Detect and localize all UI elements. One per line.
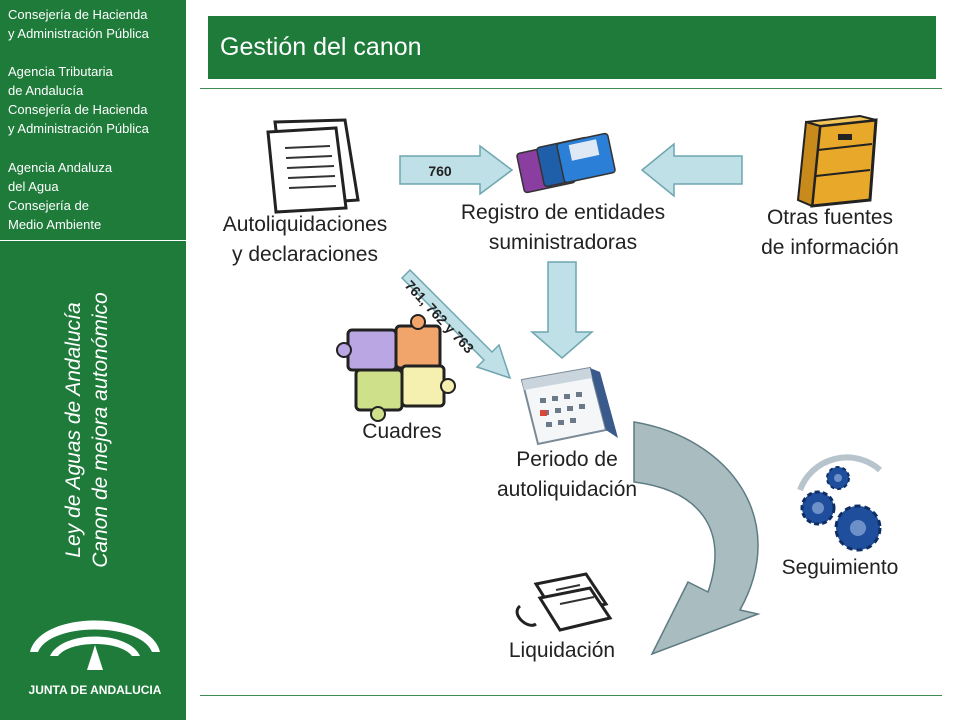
- node-registro: Registro de entidades suministradoras: [428, 198, 698, 258]
- title-bar: Gestión del canon: [208, 16, 936, 79]
- arrow-761-762-763: [400, 268, 512, 380]
- documents-icon: [266, 118, 360, 214]
- arrow-label-760: 760: [428, 163, 452, 179]
- sidebar-line: Consejería de Hacienda: [8, 102, 148, 117]
- node-otras-line-1: Otras fuentes: [766, 206, 894, 229]
- arrow-registro-periodo: [529, 261, 595, 359]
- sidebar-line: Consejería de Hacienda: [8, 7, 148, 22]
- sidebar-line: Agencia Tributaria: [8, 64, 113, 79]
- node-periodo-line-2: autoliquidación: [496, 478, 638, 501]
- sidebar-line: Medio Ambiente: [8, 217, 102, 232]
- sidebar-line: de Andalucía: [8, 83, 84, 98]
- filing-cabinet-icon: [796, 114, 878, 208]
- logo-text: JUNTA DE ANDALUCIA: [29, 683, 162, 697]
- receipt-icon: [515, 572, 613, 632]
- node-seguimiento: Seguimiento: [781, 556, 899, 579]
- node-autoliquidaciones-line-2: y declaraciones: [232, 243, 378, 266]
- calendar-icon: [520, 366, 618, 446]
- sidebar-line: Consejería de: [8, 198, 89, 213]
- node-registro-line-1: Registro de entidades: [460, 201, 666, 224]
- sidebar-line: y Administración Pública: [8, 121, 149, 136]
- node-autoliquidaciones: Autoliquidaciones y declaraciones: [212, 210, 398, 270]
- header-divider: [200, 88, 942, 89]
- puzzle-icon: [336, 314, 456, 422]
- vertical-title: Ley de Aguas de Andalucía Canon de mejor…: [60, 280, 114, 580]
- node-otras-fuentes: Otras fuentes de información: [740, 203, 920, 263]
- node-liquidacion: Liquidación: [508, 639, 616, 662]
- node-periodo: Periodo de autoliquidación: [470, 445, 664, 505]
- sidebar-line: y Administración Pública: [8, 26, 149, 41]
- sidebar-divider: [0, 240, 186, 241]
- node-periodo-line-1: Periodo de: [516, 448, 618, 471]
- sidebar-line: del Agua: [8, 179, 59, 194]
- arrow-otras-fuentes: [640, 142, 743, 198]
- junta-de-andalucia-logo: JUNTA DE ANDALUCIA: [29, 620, 162, 697]
- node-registro-line-2: suministradoras: [488, 231, 638, 254]
- process-diagram: 760 761, 762 y 763: [266, 114, 882, 656]
- gears-icon: [797, 454, 882, 552]
- node-cuadres: Cuadres: [362, 420, 442, 443]
- sidebar: Consejería de Hacienda y Administración …: [0, 0, 186, 720]
- arrow-760: [399, 144, 514, 196]
- vertical-title-line-2: Canon de mejora autonómico: [89, 292, 112, 568]
- footer-divider: [200, 695, 942, 696]
- floppy-disks-icon: [516, 132, 616, 194]
- vertical-title-line-1: Ley de Aguas de Andalucía: [62, 302, 85, 558]
- page-title: Gestión del canon: [220, 33, 422, 61]
- curved-arrow: [633, 421, 761, 656]
- node-autoliquidaciones-line-1: Autoliquidaciones: [222, 213, 388, 236]
- sidebar-line: Agencia Andaluza: [8, 160, 113, 175]
- node-otras-line-2: de información: [761, 236, 899, 259]
